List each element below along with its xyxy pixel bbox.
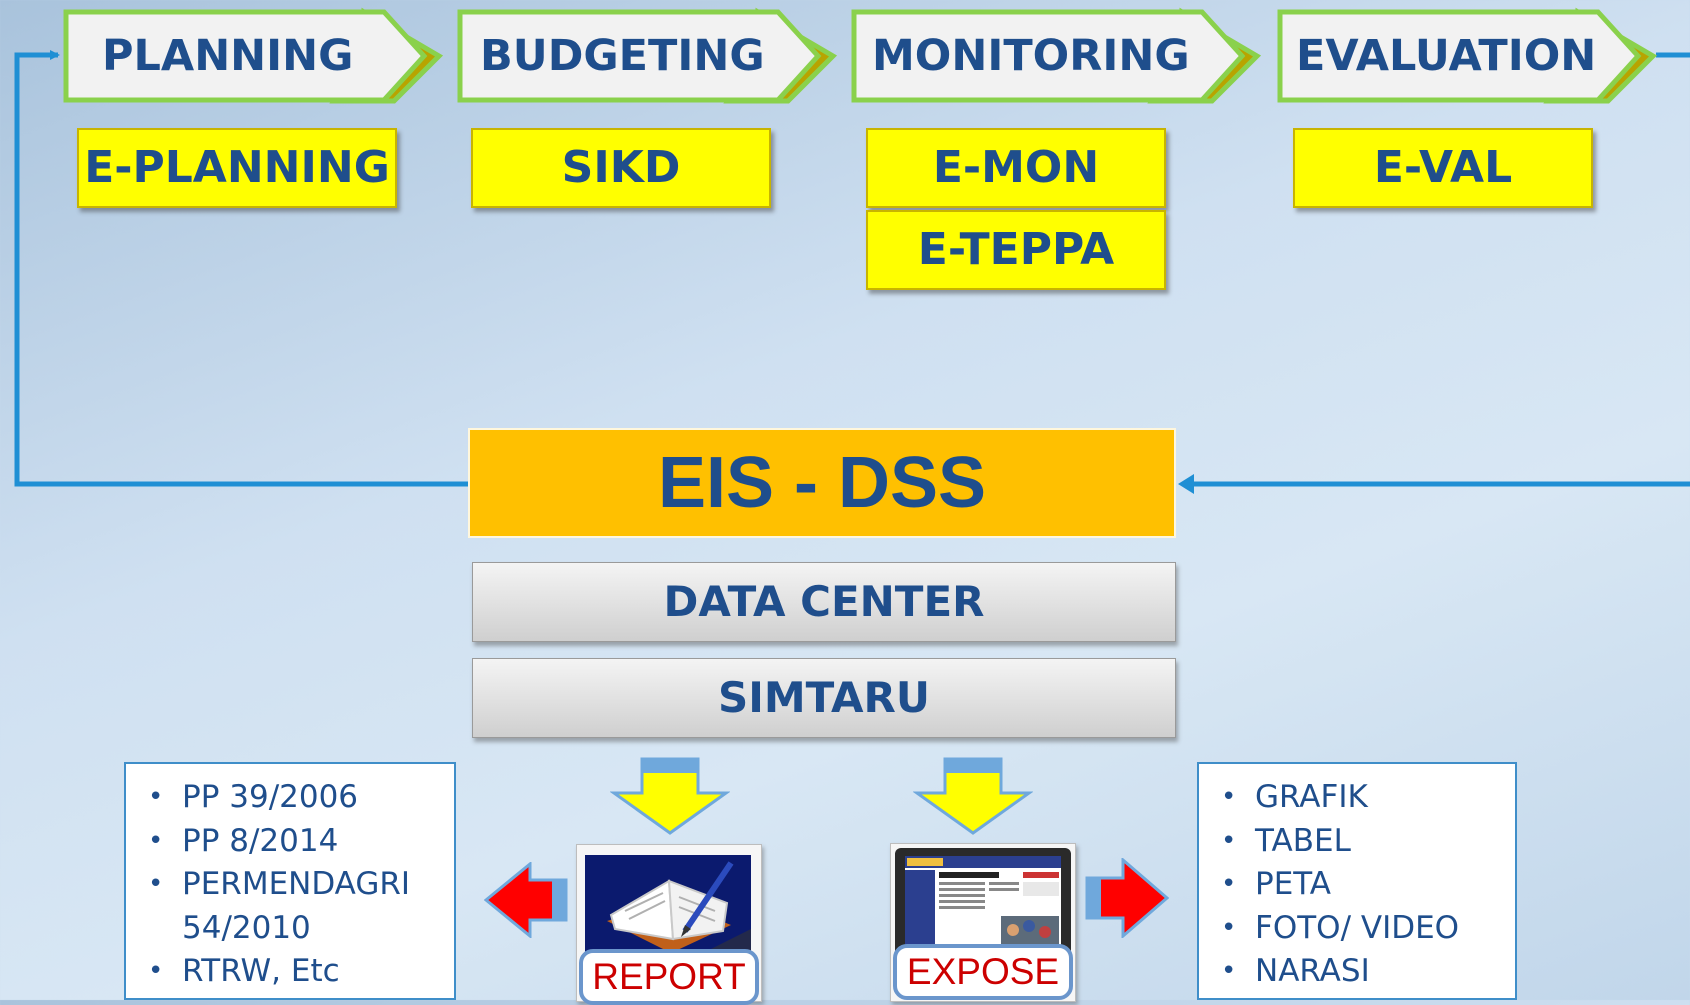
system-sikd: SIKD bbox=[471, 128, 771, 208]
list-item: •GRAFIK bbox=[1221, 779, 1368, 815]
stage-label: EVALUATION bbox=[1296, 31, 1597, 81]
list-item: •PP 39/2006 bbox=[148, 779, 359, 815]
list-item: •PERMENDAGRI 54/2010 bbox=[148, 866, 411, 946]
list-item: •RTRW, Etc bbox=[148, 953, 340, 989]
red-right-arrow-icon bbox=[1085, 858, 1169, 938]
data-center-box: DATA CENTER bbox=[472, 562, 1176, 642]
chevron-shape bbox=[1277, 7, 1658, 104]
expose-label: EXPOSE bbox=[893, 944, 1073, 1000]
report-label: REPORT bbox=[579, 949, 759, 1005]
stage-label: MONITORING bbox=[872, 31, 1190, 81]
stage-budgeting: BUDGETING bbox=[457, 7, 838, 104]
eis-dss-box: EIS - DSS bbox=[468, 428, 1176, 538]
yellow-down-arrow-icon bbox=[610, 757, 730, 835]
report-tile: REPORT bbox=[576, 844, 762, 1005]
list-item: •FOTO/ VIDEO bbox=[1221, 909, 1460, 946]
simtaru-box: SIMTARU bbox=[472, 658, 1176, 738]
system-e-val: E-VAL bbox=[1293, 128, 1593, 208]
stage-monitoring: MONITORING bbox=[851, 7, 1262, 104]
system-e-planning: E-PLANNING bbox=[77, 128, 397, 208]
stage-evaluation: EVALUATION bbox=[1277, 7, 1658, 104]
expose-tile: EXPOSE bbox=[890, 843, 1076, 1002]
list-item: •PETA bbox=[1221, 866, 1332, 902]
list-item: •PP 8/2014 bbox=[148, 822, 339, 859]
report-references-list: •PP 39/2006 •PP 8/2014 •PERMENDAGRI 54/2… bbox=[124, 762, 456, 1000]
system-e-mon: E-MON bbox=[866, 128, 1166, 208]
expose-formats-list: •GRAFIK •TABEL •PETA •FOTO/ VIDEO •NARAS… bbox=[1197, 762, 1517, 1000]
list-item: •TABEL bbox=[1221, 822, 1351, 859]
stage-label: BUDGETING bbox=[480, 31, 765, 81]
yellow-down-arrow-icon bbox=[913, 757, 1033, 835]
chevron-shape bbox=[63, 7, 444, 104]
chevron-shape bbox=[851, 7, 1262, 104]
stage-planning: PLANNING bbox=[63, 7, 444, 104]
system-e-teppa: E-TEPPA bbox=[866, 210, 1166, 290]
red-left-arrow-icon bbox=[484, 862, 568, 938]
chevron-shape bbox=[457, 7, 838, 104]
stage-label: PLANNING bbox=[102, 31, 354, 81]
open-book-pen-icon bbox=[585, 855, 751, 965]
monitor-webpage-icon bbox=[895, 848, 1071, 956]
list-item: •NARASI bbox=[1221, 953, 1370, 989]
